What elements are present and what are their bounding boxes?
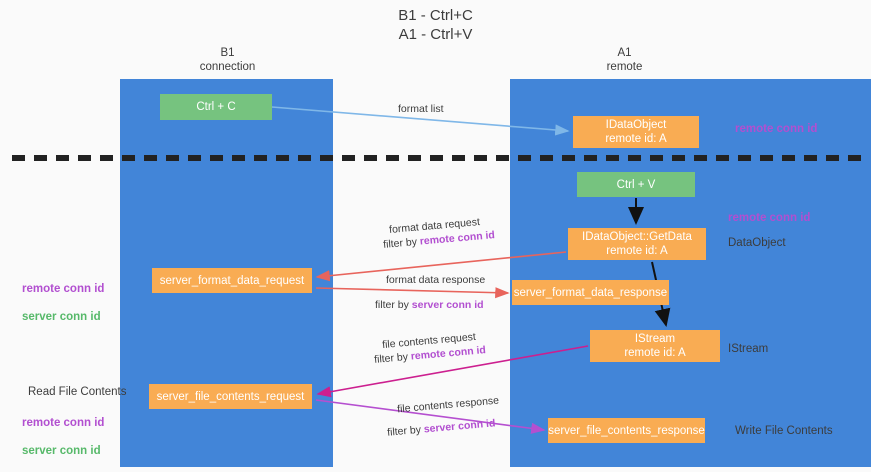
filter-prefix: filter by bbox=[382, 235, 421, 251]
swimlane-header-a1: A1 remote bbox=[606, 47, 643, 73]
label-format-data-response: format data response bbox=[386, 274, 486, 286]
swimlane-header-b1: B1 connection bbox=[199, 47, 256, 73]
annotation-dataobject: DataObject bbox=[728, 237, 786, 249]
annotation-read-file-contents: Read File Contents bbox=[28, 386, 127, 398]
node-server-file-contents-request[interactable]: server_file_contents_request bbox=[149, 384, 312, 409]
label-format-list: format list bbox=[398, 103, 444, 115]
node-server-file-contents-response[interactable]: server_file_contents_response bbox=[548, 418, 705, 443]
node-idataobject-getdata[interactable]: IDataObject::GetData remote id: A bbox=[568, 228, 706, 260]
annotation-left-conn-ids-top: remote conn id server conn id bbox=[22, 268, 104, 338]
annotation-server-conn-id: server conn id bbox=[22, 445, 101, 457]
node-ctrl-c[interactable]: Ctrl + C bbox=[160, 94, 272, 120]
annotation-left-conn-ids-bottom: remote conn id server conn id bbox=[22, 402, 104, 472]
annotation-remote-conn-id-top: remote conn id bbox=[735, 123, 818, 135]
filter-prefix: filter by bbox=[375, 299, 412, 311]
wire-format-data-response bbox=[315, 287, 510, 299]
filter-prefix: filter by bbox=[373, 350, 412, 366]
phase-divider bbox=[12, 155, 862, 161]
annotation-istream: IStream bbox=[728, 343, 769, 355]
label-format-data-response-filter: filter by server conn id bbox=[375, 298, 484, 312]
annotation-write-file-contents: Write File Contents bbox=[735, 425, 833, 437]
annotation-remote-conn-id: remote conn id bbox=[22, 283, 105, 295]
node-server-format-data-request[interactable]: server_format_data_request bbox=[152, 268, 312, 293]
filter-value-server-conn-id: server conn id bbox=[411, 299, 484, 311]
node-idataobject[interactable]: IDataObject remote id: A bbox=[573, 116, 699, 148]
filter-value-server-conn-id: server conn id bbox=[423, 417, 496, 436]
node-server-format-data-response[interactable]: server_format_data_response bbox=[512, 280, 669, 305]
label-file-contents-response-filter: filter by server conn id bbox=[387, 416, 496, 439]
label-file-contents-response: file contents response bbox=[396, 394, 500, 416]
annotation-remote-conn-id-mid: remote conn id bbox=[728, 212, 811, 224]
node-ctrl-v[interactable]: Ctrl + V bbox=[577, 172, 695, 197]
diagram-title: B1 - Ctrl+C A1 - Ctrl+V bbox=[398, 7, 473, 43]
filter-prefix: filter by bbox=[386, 423, 425, 439]
annotation-server-conn-id: server conn id bbox=[22, 311, 101, 323]
annotation-remote-conn-id: remote conn id bbox=[22, 417, 105, 429]
node-istream[interactable]: IStream remote id: A bbox=[590, 330, 720, 362]
